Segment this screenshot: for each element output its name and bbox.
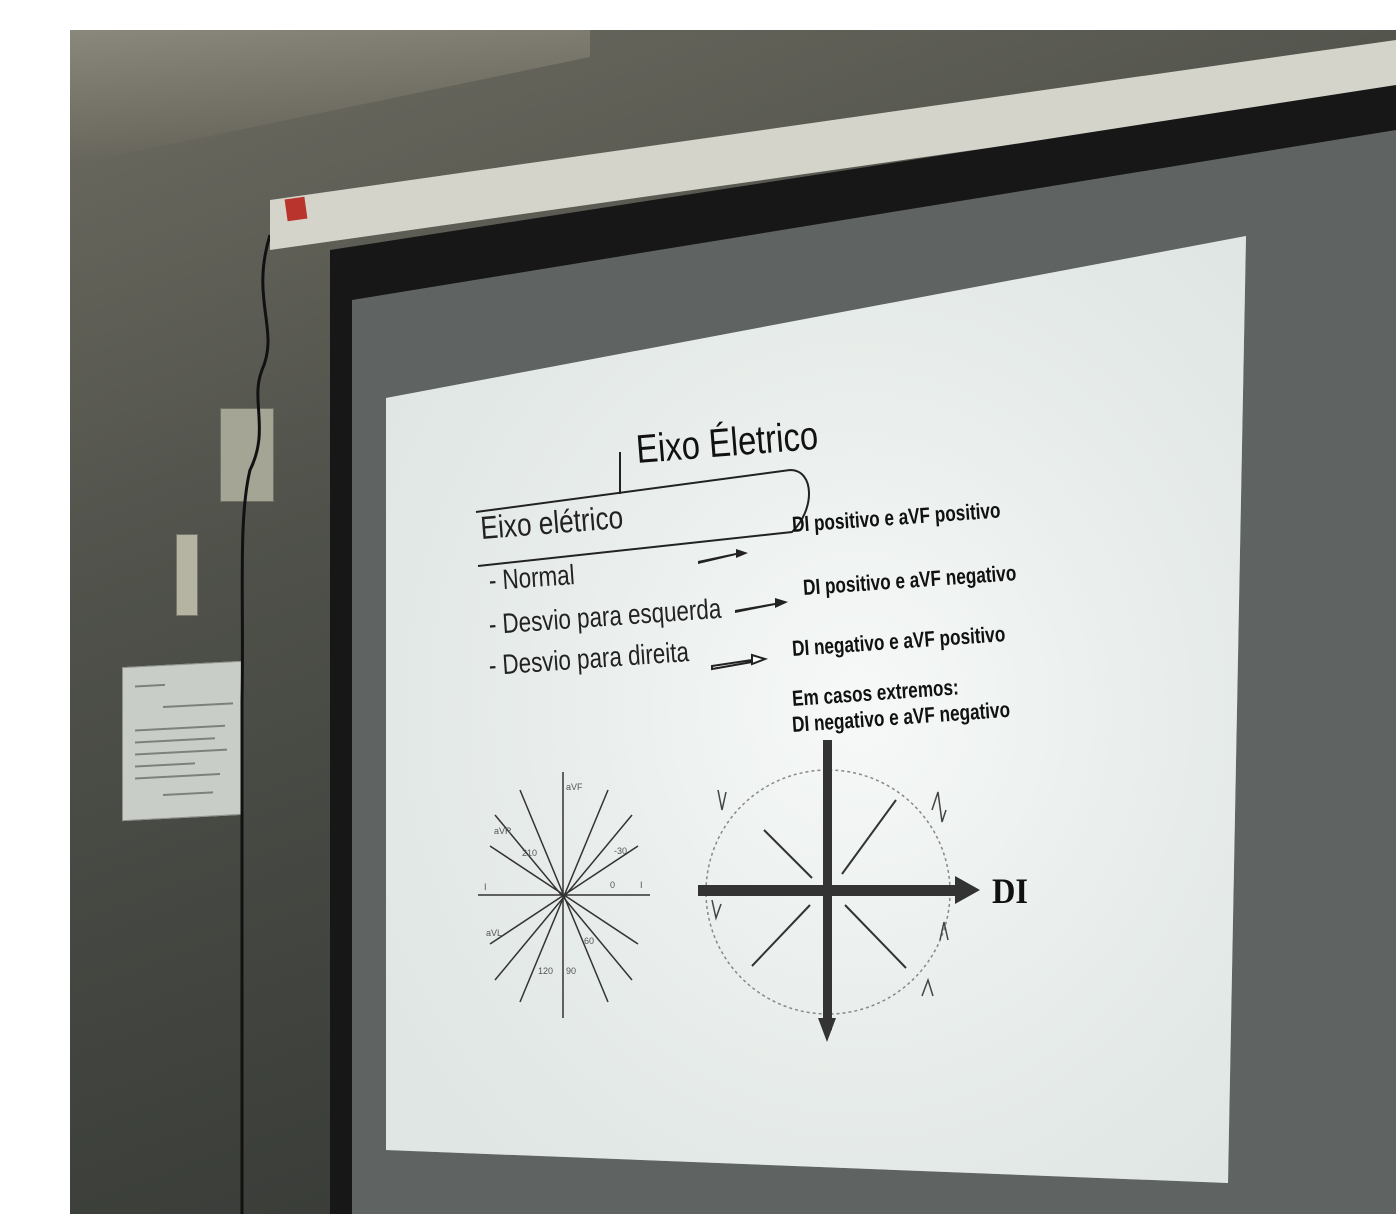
quadrant-diagram [698, 740, 980, 1042]
axis-label-di: DI [992, 871, 1029, 911]
light-switch [176, 534, 198, 616]
arrow-right-deviation [711, 653, 769, 671]
title-frame [475, 468, 810, 567]
wheel-label-210: 210 [522, 848, 538, 858]
bullet-normal: - Normal [487, 559, 576, 597]
arrow-normal [698, 549, 748, 564]
wheel-label-0: 0 [610, 880, 616, 890]
wheel-label-avf-top: aVF [566, 782, 583, 792]
wheel-label-120: 120 [538, 966, 554, 976]
wheel-label-i-right: I [640, 880, 643, 890]
arrow-left-deviation [735, 598, 788, 613]
wheel-label-60: 60 [584, 936, 595, 946]
hexaxial-wheel [478, 772, 650, 1018]
wheel-label-avr: aVR [494, 826, 512, 836]
wheel-label-i-left: I [484, 882, 487, 892]
wheel-label-90: 90 [566, 966, 577, 976]
wheel-label-avl: aVL [486, 928, 503, 938]
wheel-label-30: -30 [614, 846, 628, 856]
